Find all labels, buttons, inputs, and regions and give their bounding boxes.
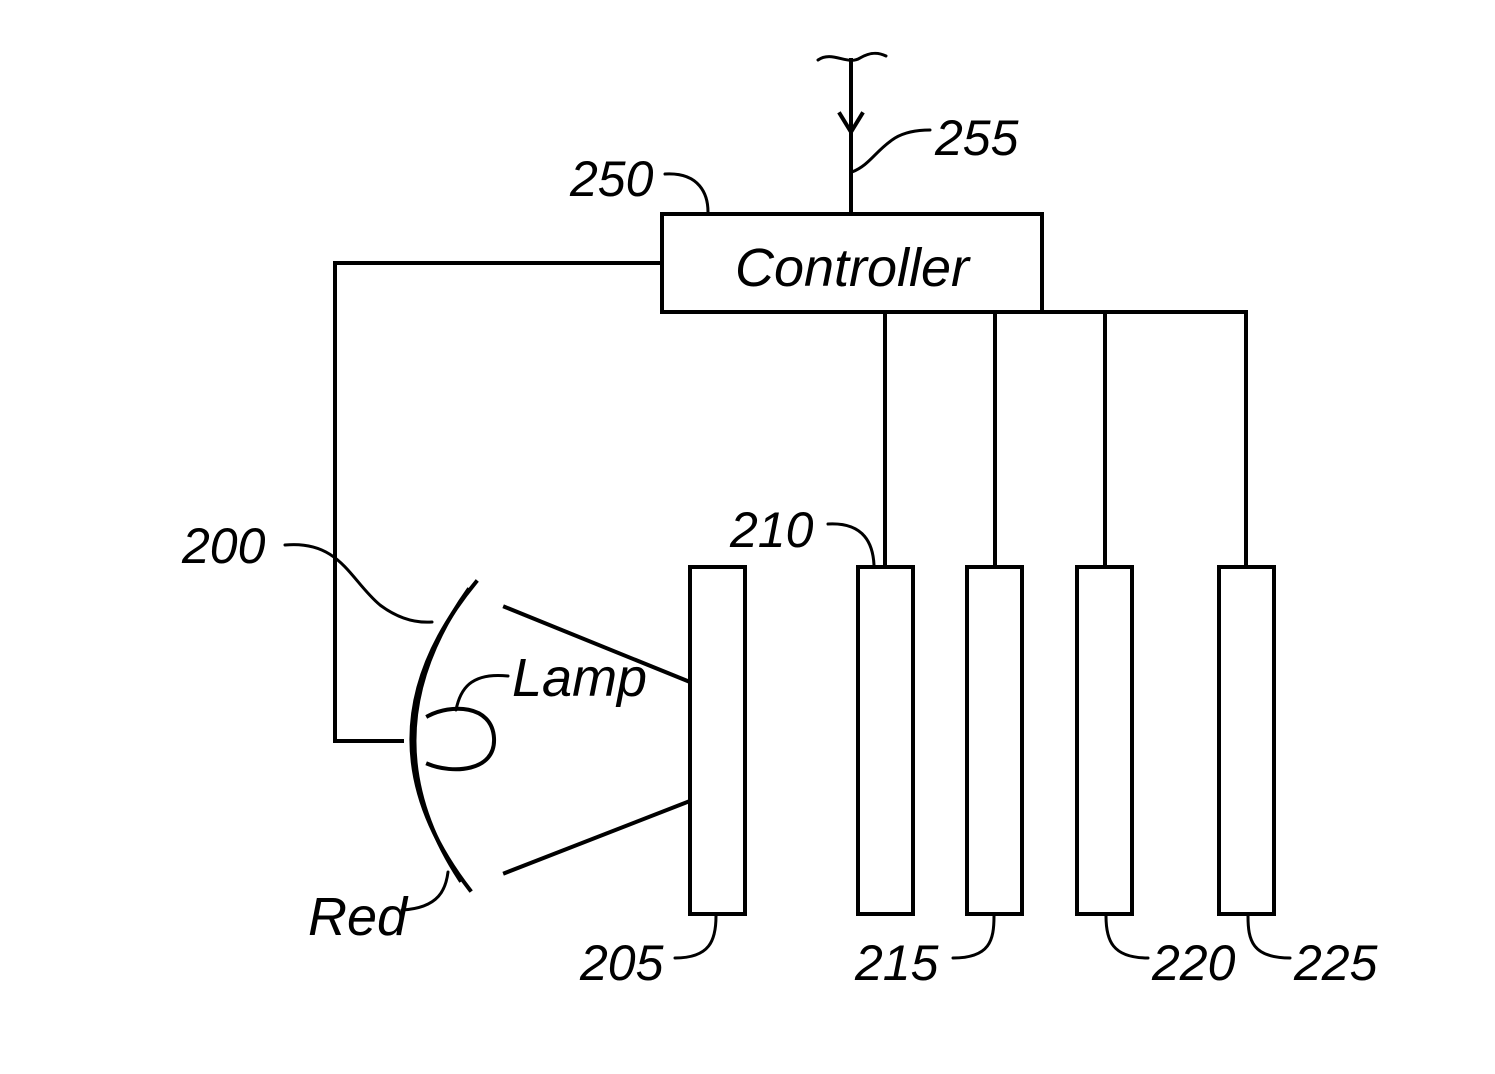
controller-bus xyxy=(885,312,1246,567)
lamp-reflector xyxy=(411,582,476,890)
leader-225 xyxy=(1248,916,1290,958)
ref-220: 220 xyxy=(1151,935,1236,991)
ref-225: 225 xyxy=(1293,935,1378,991)
ref-205: 205 xyxy=(579,935,664,991)
ref-250: 250 xyxy=(569,151,654,207)
leader-200 xyxy=(285,545,432,623)
panel-215 xyxy=(967,567,1022,914)
ref-215: 215 xyxy=(854,935,939,991)
leader-215 xyxy=(953,916,994,958)
panel-220 xyxy=(1077,567,1132,914)
leader-210 xyxy=(828,524,874,565)
input-signal-line xyxy=(818,53,886,212)
lamp-label: Lamp xyxy=(512,648,647,708)
ref-255: 255 xyxy=(934,110,1019,166)
panel-225 xyxy=(1219,567,1274,914)
leader-250 xyxy=(665,174,708,212)
red-label: Red xyxy=(308,887,409,947)
lamp-bulb xyxy=(428,709,494,770)
leader-lamp xyxy=(456,675,508,710)
filter-205 xyxy=(690,567,745,914)
leader-205 xyxy=(675,916,716,958)
leader-220 xyxy=(1106,916,1148,958)
leader-red xyxy=(402,872,448,910)
ref-210: 210 xyxy=(729,502,814,558)
panel-210 xyxy=(858,567,913,914)
ref-200: 200 xyxy=(181,518,266,574)
light-beams xyxy=(505,607,690,873)
leader-255 xyxy=(852,130,930,172)
controller-label: Controller xyxy=(735,238,971,298)
